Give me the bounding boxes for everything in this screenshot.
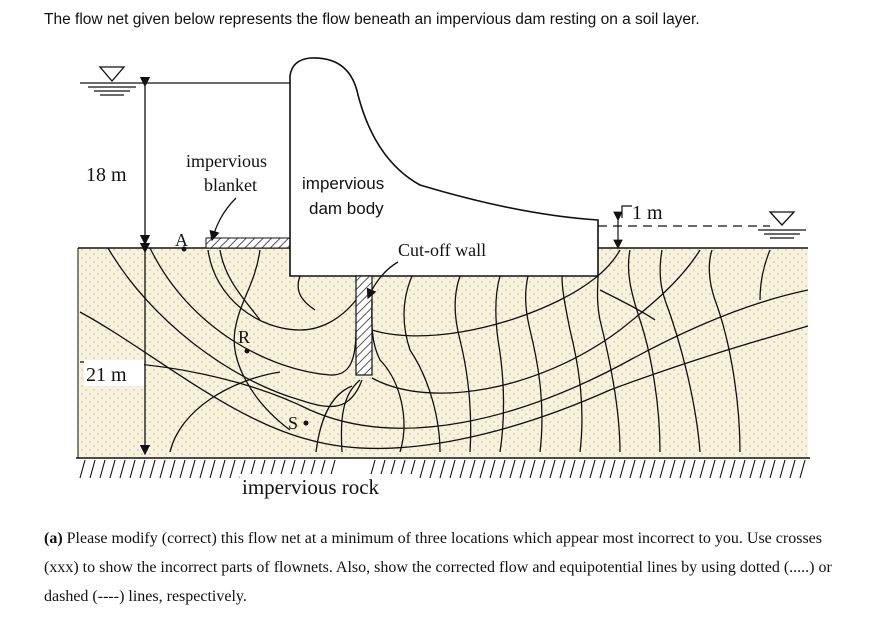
blanket-label-line2: blanket — [204, 175, 257, 195]
label-bg-21 — [84, 360, 144, 386]
point-s-label: S — [288, 413, 298, 433]
upstream-water-symbol — [88, 66, 136, 96]
label-bg-18 — [84, 158, 142, 186]
cutoff-wall-label: Cut-off wall — [398, 240, 486, 260]
problem-intro: The flow net given below represents the … — [44, 11, 700, 28]
soil-layer — [78, 248, 808, 458]
dam-label-line1: impervious — [302, 174, 384, 193]
question-a-text: Please modify (correct) this flow net at… — [44, 530, 832, 605]
downstream-head-dimension — [613, 205, 632, 250]
blanket-label-line1: impervious — [186, 151, 267, 171]
point-r-label: R — [238, 327, 250, 347]
downstream-water-symbol — [758, 211, 806, 239]
dam-body — [289, 57, 599, 277]
cutoff-leader-arrow — [366, 261, 399, 300]
point-a-marker — [181, 246, 187, 252]
downstream-head-label: 1 m — [632, 202, 663, 224]
point-a-label: A — [175, 230, 188, 250]
rock-label-bg — [240, 474, 416, 500]
flow-net-lines — [79, 247, 809, 453]
blanket-leader-arrow — [209, 197, 237, 242]
upstream-head-label: 18 m — [86, 164, 127, 186]
point-s-marker — [303, 420, 309, 426]
question-a-label: (a) — [44, 530, 63, 547]
impervious-blanket — [205, 237, 291, 249]
question-a: (a) Please modify (correct) this flow ne… — [44, 524, 844, 611]
cutoff-wall — [355, 275, 373, 376]
impervious-rock-label: impervious rock — [242, 475, 380, 499]
layer-thickness-label: 21 m — [86, 364, 127, 386]
dam-label-line2: dam body — [309, 199, 384, 218]
point-r-marker — [244, 348, 250, 354]
rock-hatching — [79, 459, 806, 479]
